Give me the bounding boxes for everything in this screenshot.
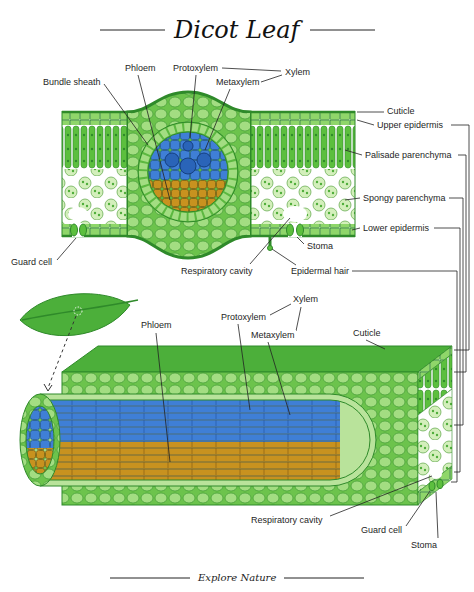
caption: Explore Nature: [198, 571, 276, 584]
part-label: Protoxylem: [220, 312, 267, 323]
diagram-title: Dicot Leaf: [174, 15, 299, 45]
part-label: Palisade parenchyma: [364, 150, 453, 161]
part-label: Cuticle: [386, 106, 416, 117]
leader-lines: [57, 68, 469, 538]
part-label: Guard cell: [10, 257, 53, 268]
part-label: Respiratory cavity: [250, 515, 324, 526]
part-label: Stoma: [306, 241, 334, 252]
part-label: Lower epidermis: [362, 223, 430, 234]
leaf-block: [20, 346, 452, 505]
part-label: Metaxylem: [250, 330, 296, 341]
part-label: Xylem: [284, 67, 311, 78]
part-label: Stoma: [410, 540, 438, 551]
part-label: Epidermal hair: [290, 266, 350, 277]
part-label: Upper epidermis: [376, 120, 444, 131]
part-label: Spongy parenchyma: [362, 193, 447, 204]
part-label: Xylem: [292, 294, 319, 305]
part-label: Protoxylem: [172, 63, 219, 74]
part-label: Phloem: [124, 63, 157, 74]
part-label: Guard cell: [360, 525, 403, 536]
part-label: Cuticle: [352, 328, 382, 339]
part-label: Respiratory cavity: [180, 266, 254, 277]
part-label: Metaxylem: [215, 77, 261, 88]
part-label: Bundle sheath: [42, 77, 102, 88]
part-label: Phloem: [140, 320, 173, 331]
cross-section: [62, 92, 355, 258]
